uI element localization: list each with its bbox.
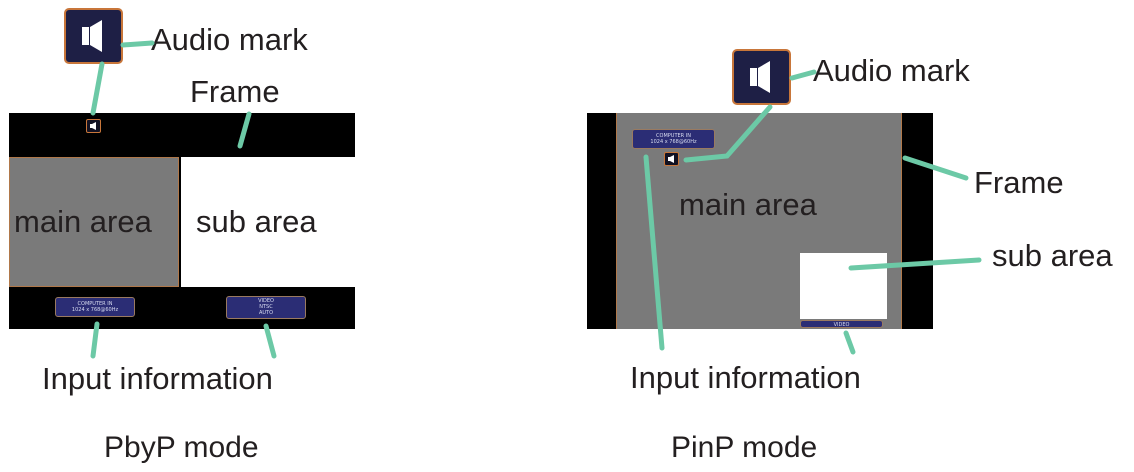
pbyp-input-info-main: COMPUTER IN 1024 x 768@60Hz (55, 297, 135, 317)
pbyp-sub-area-label: sub area (196, 204, 317, 239)
pbyp-audio-mark-large (64, 8, 123, 64)
pbyp-main-area (9, 157, 179, 287)
pbyp-frame-callout (237, 111, 252, 149)
pbyp-frame-label: Frame (190, 74, 280, 109)
pbyp-mode-caption: PbyP mode (104, 431, 259, 464)
pbyp-audio-mark-small (86, 119, 101, 133)
pinp-input-info-sub: VIDEO (800, 320, 883, 328)
pinp-audio-mark-label: Audio mark (813, 53, 970, 88)
pinp-input-sub-callout (843, 330, 856, 355)
pinp-sub-area-label: sub area (992, 238, 1113, 273)
speaker-icon (668, 155, 674, 163)
pinp-mode-caption: PinP mode (671, 431, 818, 464)
pbyp-audio-mark-label: Audio mark (151, 22, 308, 57)
pinp-audio-small-callout (683, 104, 773, 163)
pinp-input-information-label: Input information (630, 360, 861, 395)
pbyp-input-sub-callout (263, 323, 277, 359)
pinp-sub-area (800, 253, 887, 319)
pbyp-input-main-callout (90, 321, 100, 359)
pinp-frame-label: Frame (974, 165, 1064, 200)
pinp-frame-callout (902, 155, 969, 181)
pbyp-audio-callout (120, 40, 155, 48)
speaker-icon (90, 122, 96, 130)
speaker-icon (750, 61, 770, 93)
pinp-sub-callout (848, 257, 982, 271)
pbyp-input-information-label: Input information (42, 361, 273, 396)
pinp-audio-mark-large (732, 49, 791, 105)
pbyp-main-area-label: main area (14, 204, 152, 239)
speaker-icon (82, 20, 102, 52)
pinp-audio-mark-small (664, 152, 679, 166)
pinp-audio-callout (789, 69, 817, 81)
pinp-main-area-label: main area (679, 187, 817, 222)
pbyp-audio-small-callout (90, 61, 105, 116)
pinp-input-info-main: COMPUTER IN 1024 x 768@60Hz (632, 129, 715, 149)
pbyp-input-info-sub: VIDEO NTSC AUTO (226, 296, 306, 319)
pinp-input-main-callout (643, 154, 665, 351)
pbyp-sub-area (181, 157, 355, 287)
